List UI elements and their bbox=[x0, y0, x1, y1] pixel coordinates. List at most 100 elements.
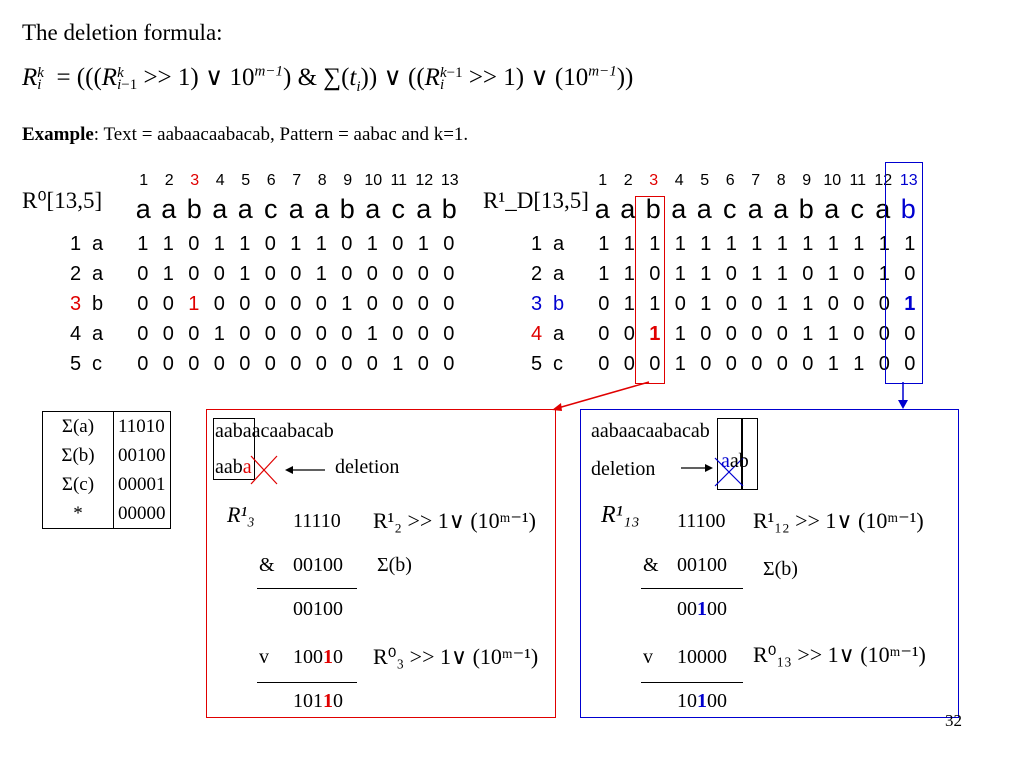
blue-note2: Σ(b) bbox=[763, 558, 798, 580]
sigma-row: Σ(c)00001 bbox=[42, 470, 171, 499]
left-text-char: b bbox=[186, 194, 203, 224]
left-col-num: 4 bbox=[215, 172, 225, 189]
row-char: a bbox=[92, 323, 104, 345]
matrix-cell: 1 bbox=[802, 323, 814, 345]
matrix-cell: 1 bbox=[213, 323, 225, 345]
left-col-num: 6 bbox=[266, 172, 276, 189]
matrix-cell: 0 bbox=[366, 263, 378, 285]
sigma-value: 00000 bbox=[118, 503, 166, 524]
right-col-num: 2 bbox=[623, 172, 633, 189]
matrix-cell: 0 bbox=[417, 353, 429, 375]
red-pattern-prefix: aab bbox=[215, 456, 243, 478]
matrix-cell: 1 bbox=[239, 263, 251, 285]
matrix-cell: 1 bbox=[751, 263, 763, 285]
matrix-cell: 0 bbox=[649, 353, 661, 375]
matrix-cell: 0 bbox=[417, 293, 429, 315]
red-val4-pre: 100 bbox=[293, 646, 323, 668]
left-col-num: 1 bbox=[139, 172, 149, 189]
matrix-cell: 0 bbox=[853, 323, 865, 345]
matrix-cell: 1 bbox=[290, 233, 302, 255]
row-index: 3 bbox=[70, 293, 82, 315]
matrix-cell: 0 bbox=[443, 323, 455, 345]
red-cross-arrow bbox=[250, 455, 325, 485]
blue-val3-post: 00 bbox=[707, 598, 727, 620]
right-text-char: a bbox=[875, 194, 892, 224]
matrix-cell: 1 bbox=[315, 263, 327, 285]
sigma-row: Σ(a)11010 bbox=[42, 411, 171, 441]
blue-val3-hl: 1 bbox=[697, 598, 707, 620]
left-col-num: 3 bbox=[190, 172, 200, 189]
example-text: : Text = aabaacaabacab, Pattern = aabac … bbox=[93, 124, 469, 145]
right-text-char: c bbox=[723, 194, 738, 224]
blue-col-box-2 bbox=[741, 418, 758, 490]
matrix-cell: 0 bbox=[443, 353, 455, 375]
row-char: a bbox=[553, 263, 565, 285]
row-index: 1 bbox=[531, 233, 543, 255]
matrix-cell: 0 bbox=[417, 323, 429, 345]
matrix-cell: 1 bbox=[674, 263, 686, 285]
blue-val5-pre: 10 bbox=[677, 690, 697, 712]
matrix-cell: 0 bbox=[725, 293, 737, 315]
blue-arrow-head bbox=[898, 400, 908, 409]
row-char: c bbox=[553, 353, 563, 375]
matrix-cell: 0 bbox=[700, 353, 712, 375]
row-index: 4 bbox=[531, 323, 543, 345]
matrix-cell: 0 bbox=[315, 353, 327, 375]
red-op-and: & bbox=[259, 554, 275, 576]
column-3-highlight bbox=[635, 196, 665, 384]
matrix-cell: 0 bbox=[366, 353, 378, 375]
matrix-cell: 1 bbox=[827, 233, 839, 255]
red-val4: 10010 bbox=[293, 646, 343, 669]
matrix-cell: 0 bbox=[162, 323, 174, 345]
sigma-value: 11010 bbox=[118, 416, 165, 437]
matrix-cell: 1 bbox=[623, 293, 635, 315]
blue-val5-hl: 1 bbox=[697, 690, 707, 712]
matrix-cell: 0 bbox=[623, 323, 635, 345]
left-text-char: a bbox=[288, 194, 305, 224]
right-text-char: a bbox=[696, 194, 713, 224]
matrix-cell: 0 bbox=[290, 293, 302, 315]
matrix-cell: 0 bbox=[904, 353, 916, 375]
matrix-cell: 1 bbox=[239, 233, 251, 255]
matrix-cell: 0 bbox=[239, 293, 251, 315]
example-label: Example bbox=[22, 124, 94, 145]
matrix-cell: 0 bbox=[264, 233, 276, 255]
blue-divider-2 bbox=[641, 682, 743, 683]
matrix-cell: 1 bbox=[366, 323, 378, 345]
matrix-cell: 0 bbox=[264, 263, 276, 285]
row-index: 2 bbox=[70, 263, 82, 285]
right-text-char: b bbox=[798, 194, 815, 224]
matrix-cell: 1 bbox=[904, 293, 916, 315]
red-note2: Σ(b) bbox=[377, 554, 412, 576]
matrix-cell: 1 bbox=[392, 353, 404, 375]
right-col-num: 4 bbox=[674, 172, 684, 189]
blue-op-and: & bbox=[643, 554, 659, 576]
matrix-cell: 0 bbox=[443, 293, 455, 315]
sigma-row: *00000 bbox=[42, 499, 171, 529]
red-val2: 00100 bbox=[293, 554, 343, 576]
matrix-cell: 1 bbox=[162, 233, 174, 255]
sigma-key: Σ(a) bbox=[42, 411, 114, 441]
matrix-cell: 0 bbox=[137, 353, 149, 375]
red-arrow-line bbox=[557, 381, 650, 409]
matrix-cell: 0 bbox=[417, 263, 429, 285]
red-val4-post: 0 bbox=[333, 646, 343, 668]
sigma-row: Σ(b)00100 bbox=[42, 441, 171, 470]
matrix-cell: 0 bbox=[392, 293, 404, 315]
left-text-char: a bbox=[237, 194, 254, 224]
right-col-num: 10 bbox=[823, 172, 842, 189]
matrix-cell: 0 bbox=[878, 323, 890, 345]
matrix-cell: 0 bbox=[751, 323, 763, 345]
row-index: 1 bbox=[70, 233, 82, 255]
matrix-cell: 0 bbox=[392, 323, 404, 345]
matrix-cell: 1 bbox=[878, 233, 890, 255]
blue-val4: 10000 bbox=[677, 646, 727, 668]
matrix-cell: 0 bbox=[725, 263, 737, 285]
matrix-cell: 1 bbox=[598, 233, 610, 255]
row-char: b bbox=[553, 293, 565, 315]
